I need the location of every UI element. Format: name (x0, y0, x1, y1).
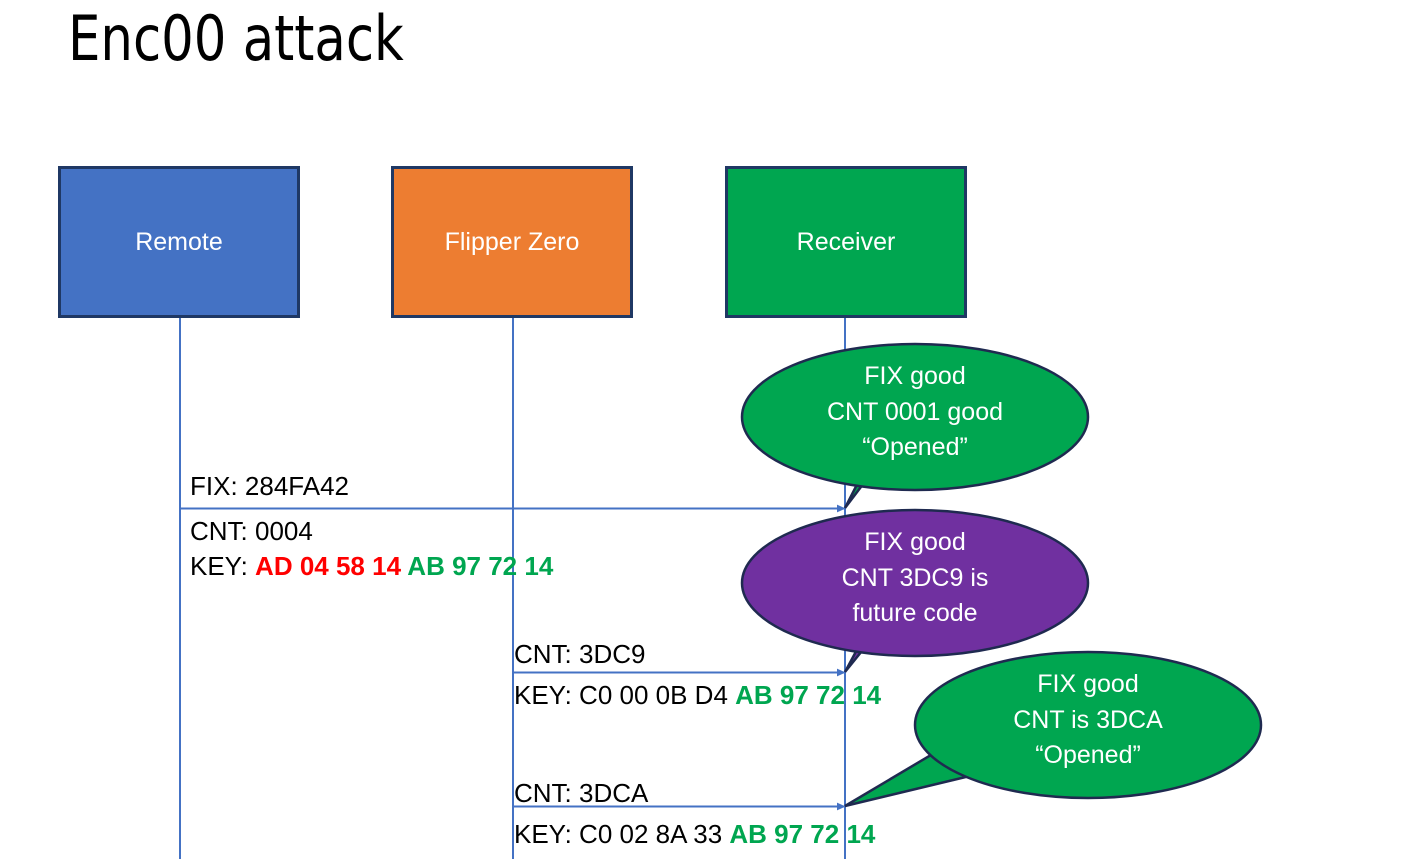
callout-1 (740, 342, 1090, 509)
hex-segment-green: AB 97 72 14 (729, 819, 876, 849)
hex-segment-black: KEY: (190, 551, 256, 581)
message-1-line-2: CNT: 0004 (190, 518, 313, 544)
hex-segment-black: CNT: 3DC9 (514, 639, 646, 669)
message-1-line-1: FIX: 284FA42 (190, 473, 349, 499)
hex-segment-black: CNT: 0004 (190, 516, 313, 546)
callout-2-body (740, 508, 1090, 658)
callout-3-body (913, 650, 1263, 800)
message-2-line-2: KEY: C0 00 0B D4 AB 97 72 14 (514, 682, 881, 708)
message-3-line-1: CNT: 3DCA (514, 780, 648, 806)
page-title: Enc00 attack (68, 2, 404, 75)
hex-segment-black: CNT: 3DCA (514, 778, 649, 808)
callout-3 (844, 650, 1263, 808)
message-3-line-2: KEY: C0 02 8A 33 AB 97 72 14 (514, 821, 875, 847)
message-1-line-3: KEY: AD 04 58 14 AB 97 72 14 (190, 553, 553, 579)
hex-segment-black: KEY: C0 00 0B D4 (514, 680, 736, 710)
hex-segment-green: AB 97 72 14 (735, 680, 882, 710)
lifeline-remote (179, 316, 181, 859)
hex-segment-red: AD 04 58 14 (255, 551, 408, 581)
hex-segment-green: AB 97 72 14 (407, 551, 554, 581)
message-2-line-1: CNT: 3DC9 (514, 641, 645, 667)
callout-1-body (740, 342, 1090, 492)
hex-segment-black: FIX: 284FA42 (190, 471, 349, 501)
callout-2 (740, 508, 1090, 673)
hex-segment-black: KEY: C0 02 8A 33 (514, 819, 730, 849)
lifeline-flipper (512, 316, 514, 859)
